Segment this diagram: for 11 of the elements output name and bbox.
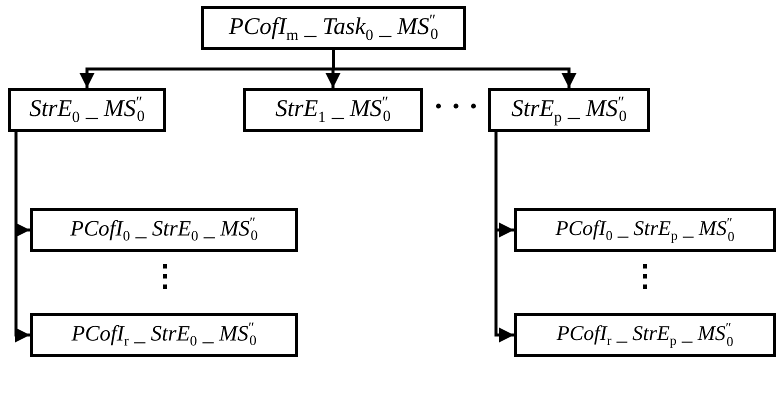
process-box (201, 6, 466, 50)
process-box (514, 313, 776, 357)
process-box (30, 313, 298, 357)
process-box (8, 88, 166, 132)
ellipsis-label: · · · (432, 92, 480, 122)
ellipsis-label: ⋮ (629, 262, 661, 292)
ellipsis-label: ⋮ (149, 262, 181, 292)
process-box (243, 88, 423, 132)
process-box (514, 208, 776, 252)
process-box (488, 88, 650, 132)
process-box (30, 208, 298, 252)
